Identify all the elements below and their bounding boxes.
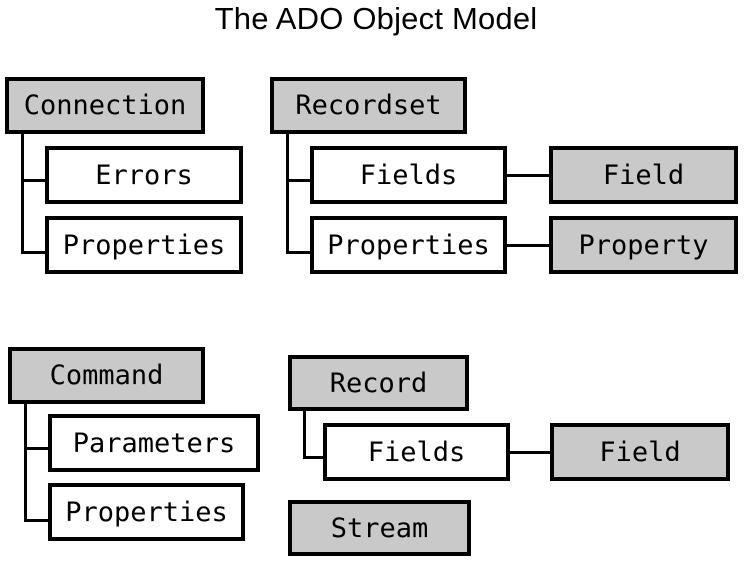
node-command-parameters[interactable]: Parameters bbox=[48, 414, 260, 472]
connector-connection-to-properties bbox=[21, 251, 48, 254]
connector-record-fields-to-field bbox=[509, 451, 551, 454]
connector-recordset-to-properties bbox=[286, 251, 313, 254]
connector-connection-to-errors bbox=[21, 179, 48, 182]
connector-record-trunk bbox=[303, 409, 306, 459]
page-title: The ADO Object Model bbox=[214, 1, 538, 36]
node-recordset-property[interactable]: Property bbox=[549, 216, 738, 274]
connector-command-trunk bbox=[24, 402, 27, 522]
connector-command-to-properties bbox=[24, 519, 51, 522]
node-record-field[interactable]: Field bbox=[550, 423, 730, 481]
node-stream[interactable]: Stream bbox=[288, 500, 471, 556]
node-connection[interactable]: Connection bbox=[5, 77, 205, 134]
connector-recordset-trunk bbox=[286, 132, 289, 254]
connector-properties-to-property bbox=[506, 244, 550, 247]
connector-command-to-parameters bbox=[24, 447, 51, 450]
node-recordset-field[interactable]: Field bbox=[549, 146, 738, 204]
connector-connection-trunk bbox=[21, 132, 24, 254]
node-recordset[interactable]: Recordset bbox=[270, 77, 467, 134]
connector-recordset-to-fields bbox=[286, 179, 313, 182]
node-recordset-fields[interactable]: Fields bbox=[310, 146, 507, 204]
connector-fields-to-field bbox=[506, 174, 550, 177]
node-connection-properties[interactable]: Properties bbox=[45, 216, 243, 274]
node-command[interactable]: Command bbox=[8, 347, 205, 404]
node-connection-errors[interactable]: Errors bbox=[45, 146, 243, 204]
connector-record-to-fields bbox=[303, 456, 329, 459]
node-record[interactable]: Record bbox=[288, 355, 469, 411]
node-record-fields[interactable]: Fields bbox=[323, 423, 510, 481]
node-recordset-properties[interactable]: Properties bbox=[310, 216, 507, 274]
node-command-properties[interactable]: Properties bbox=[48, 483, 245, 541]
